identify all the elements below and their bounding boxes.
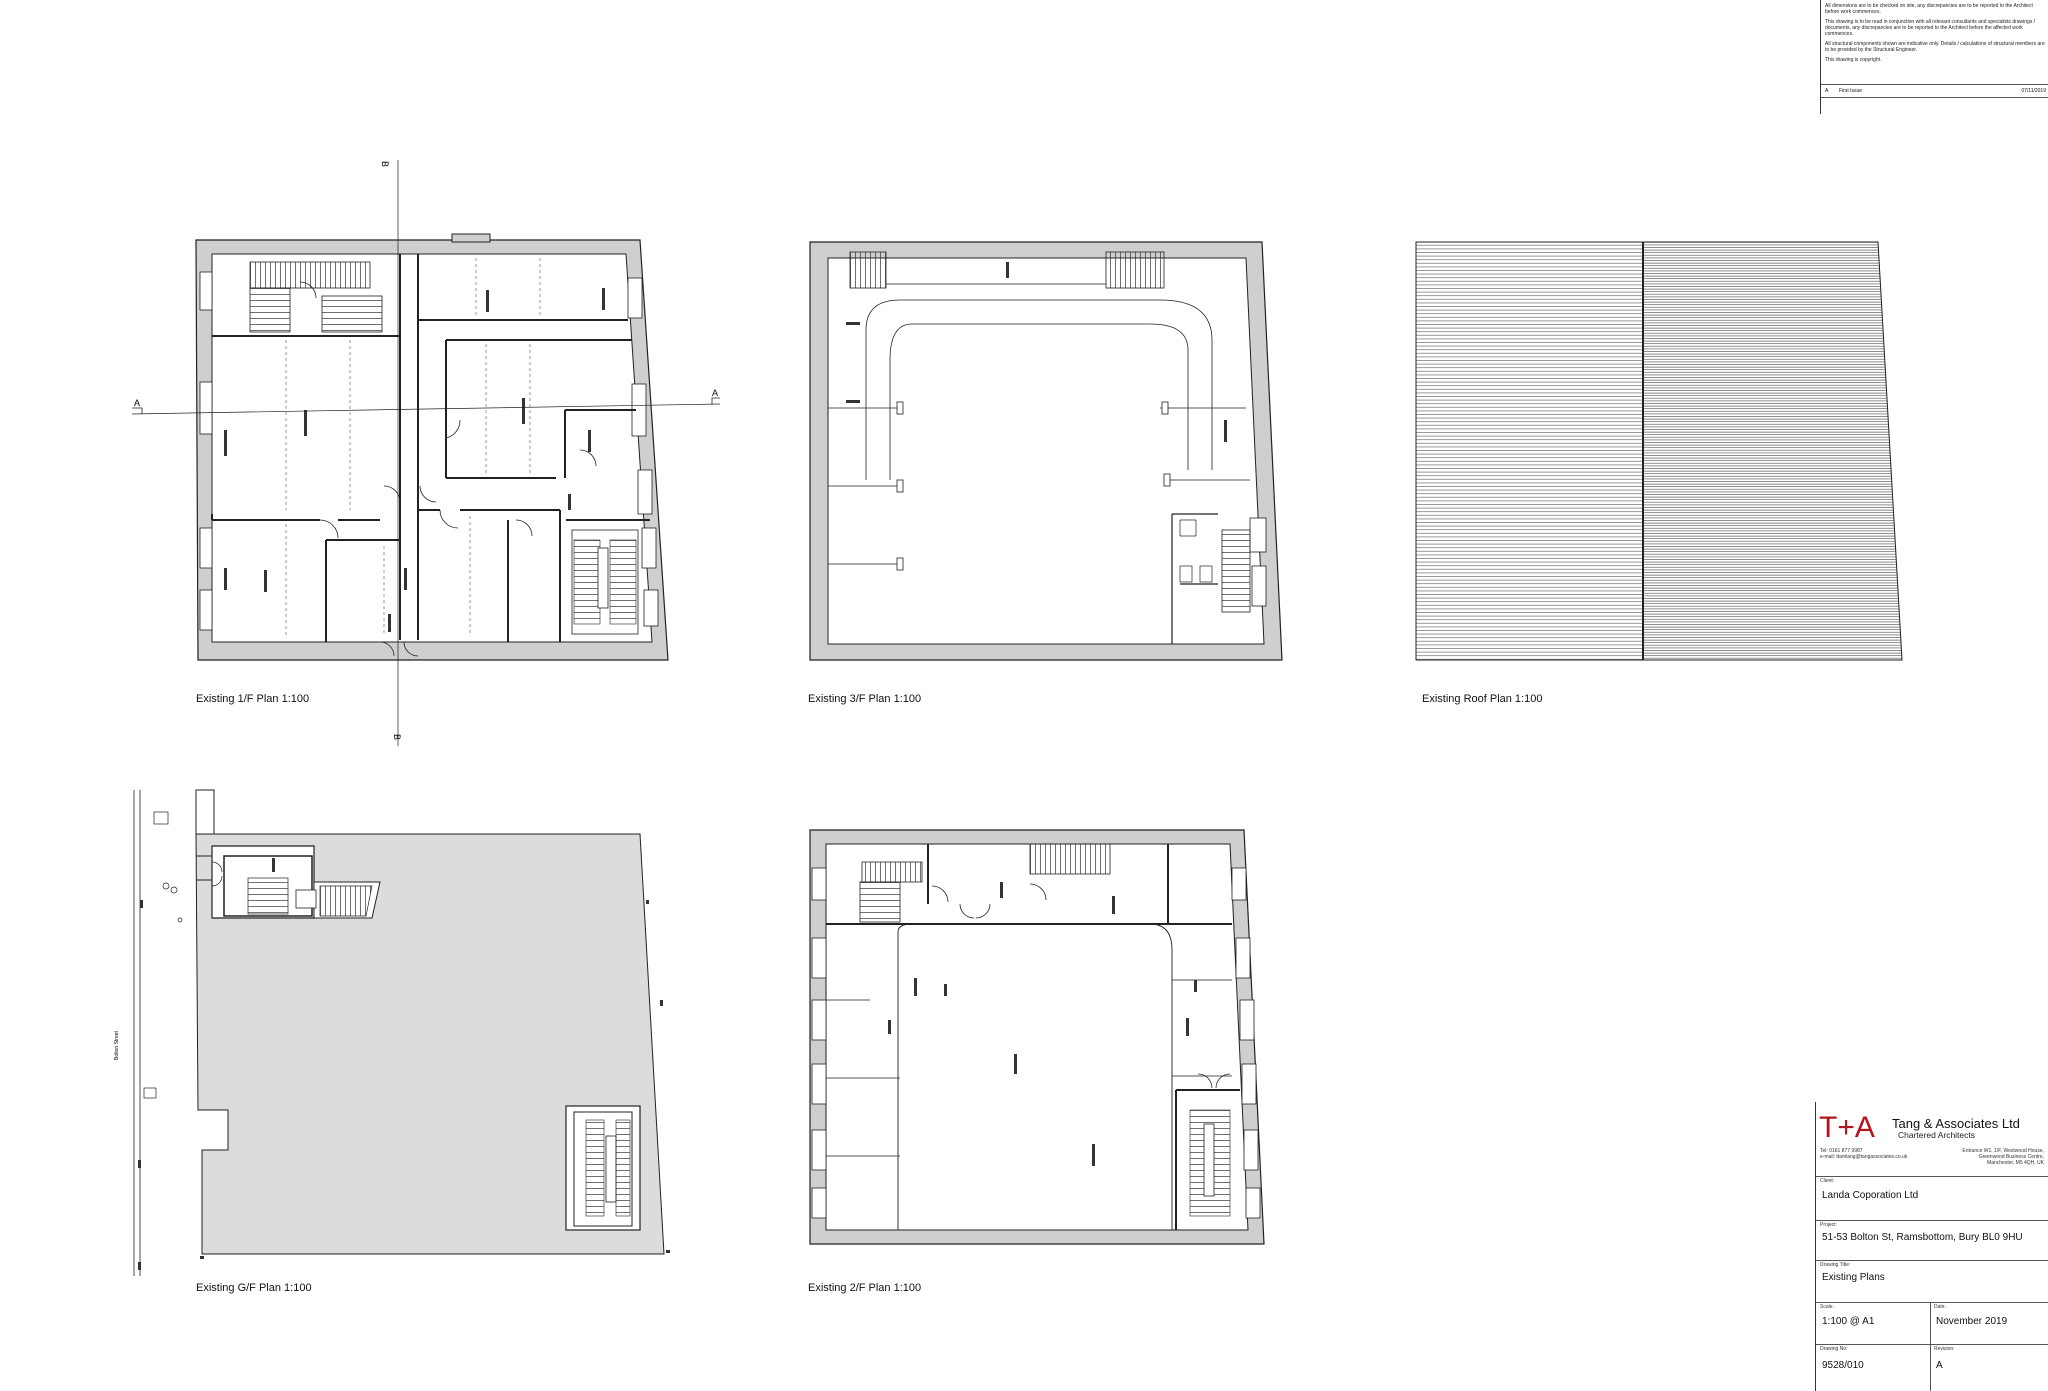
note-4: This drawing is copyright. <box>1825 57 1882 63</box>
drawing-no-value: 9528/010 <box>1822 1360 1864 1371</box>
scale-value: 1:100 @ A1 <box>1822 1316 1875 1327</box>
caption-second-floor: Existing 2/F Plan 1:100 <box>808 1282 922 1294</box>
date-label: Date: <box>1934 1304 1946 1310</box>
ground-floor-slab <box>195 833 665 1255</box>
note-1: All dimensions are to be checked on site… <box>1825 3 2033 15</box>
company-logo: T+A <box>1819 1111 1875 1142</box>
title-block: T+A Tang & Associates Ltd Chartered Arch… <box>1815 1102 2048 1391</box>
street-label: Bolton Street <box>114 1030 120 1060</box>
revision-label: Revision: <box>1934 1346 1955 1352</box>
revision-row-date: 07/11/2019 <box>2021 88 2046 94</box>
drawing-title-label: Drawing Title: <box>1820 1262 1851 1268</box>
address-line-2: Greenwood Business Centre, <box>1978 1154 2044 1160</box>
general-notes: All dimensions are to be checked on site… <box>1820 0 2048 114</box>
date-value: November 2019 <box>1936 1316 2008 1327</box>
address-line-1: Entrance W1, 1/F, Westwood House, <box>1962 1148 2044 1154</box>
caption-ground-floor: Existing G/F Plan 1:100 <box>196 1282 312 1294</box>
revision-row-code: A <box>1825 88 1829 94</box>
third-floor-plan <box>809 241 1283 661</box>
scale-label: Scale: <box>1820 1304 1834 1310</box>
caption-third-floor: Existing 3/F Plan 1:100 <box>808 693 922 705</box>
company-name: Tang & Associates Ltd <box>1892 1116 2020 1131</box>
revision-row: A First Issue 07/11/2019 <box>1821 84 2048 98</box>
company-subtitle: Chartered Architects <box>1898 1130 1976 1140</box>
roof-plan <box>1415 241 1903 661</box>
drawing-no-label: Drawing No: <box>1820 1346 1848 1352</box>
revision-value: A <box>1936 1360 1943 1371</box>
section-b-top: B <box>380 161 390 167</box>
project-value: 51-53 Bolton St, Ramsbottom, Bury BL0 9H… <box>1822 1232 2023 1243</box>
section-a-left: A <box>134 398 140 408</box>
revision-row-description: First Issue <box>1839 88 1863 94</box>
contact-email: e-mail: ttamlang@tangassociates.co.uk <box>1820 1154 1908 1160</box>
svg-text:T+A: T+A <box>1819 1111 1875 1142</box>
caption-roof: Existing Roof Plan 1:100 <box>1422 693 1543 705</box>
project-label: Project: <box>1820 1222 1837 1228</box>
contact-phone: Tel: 0161 877 9987 <box>1820 1148 1863 1154</box>
client-label: Client: <box>1820 1178 1835 1184</box>
caption-first-floor: Existing 1/F Plan 1:100 <box>196 693 310 705</box>
second-floor-plan <box>809 829 1265 1245</box>
client-value: Landa Coporation Ltd <box>1822 1190 1919 1201</box>
first-floor-plan: A A B B <box>131 160 721 746</box>
section-b-bottom: B <box>392 734 402 740</box>
company-address: Entrance W1, 1/F, Westwood House, Greenw… <box>1962 1148 2044 1166</box>
address-line-3: Manchester, M5 4QH, UK <box>1987 1160 2044 1166</box>
drawing-title-value: Existing Plans <box>1822 1272 1885 1283</box>
company-contact: Tel: 0161 877 9987 e-mail: ttamlang@tang… <box>1820 1148 1907 1160</box>
note-2: This drawing is to be read in conjunctio… <box>1825 19 2036 37</box>
section-a-right: A <box>712 388 718 398</box>
note-3: All structural components shown are indi… <box>1825 41 2045 53</box>
ground-floor-plan: Bolton Street <box>114 789 670 1276</box>
